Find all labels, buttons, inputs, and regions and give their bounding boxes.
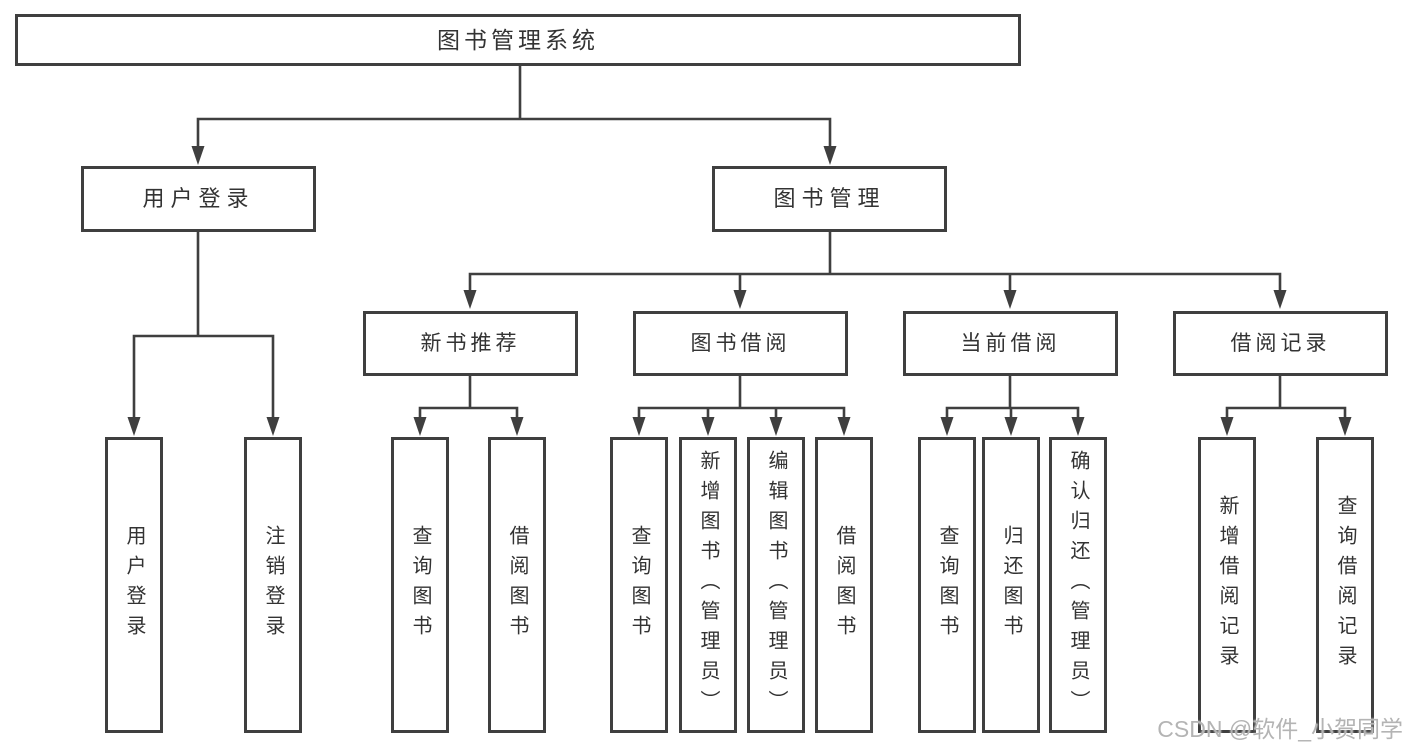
arrowheads xyxy=(127,146,1352,436)
node-new-book-recommendation: 新书推荐 xyxy=(363,311,578,376)
leaf-query-books-borrowing: 查询图书 xyxy=(610,437,668,733)
watermark: CSDN @软件_小贺同学 xyxy=(1157,716,1403,742)
node-label: 新书推荐 xyxy=(420,332,521,355)
node-label: 查询图书 xyxy=(409,525,431,645)
connector-bookmgmt-to-level3 xyxy=(468,230,1282,299)
leaf-return-books: 归还图书 xyxy=(982,437,1040,733)
leaf-query-books-current: 查询图书 xyxy=(918,437,976,733)
node-label: 确认归还（管理员） xyxy=(1067,450,1089,720)
node-label: 图书管理 xyxy=(773,186,886,211)
node-label: 图书借阅 xyxy=(690,332,791,355)
leaf-borrow-books: 借阅图书 xyxy=(815,437,873,733)
node-label: 编辑图书（管理员） xyxy=(765,450,787,720)
leaf-add-book-admin: 新增图书（管理员） xyxy=(679,437,737,733)
node-book-management: 图书管理 xyxy=(712,166,947,232)
node-label: 查询图书 xyxy=(936,525,958,645)
leaf-confirm-return-admin: 确认归还（管理员） xyxy=(1049,437,1107,733)
node-label: 查询图书 xyxy=(628,525,650,645)
node-label: 图书管理系统 xyxy=(437,26,599,53)
node-current-borrowing: 当前借阅 xyxy=(903,311,1118,376)
connector-newbooks-to-leaves xyxy=(418,374,519,426)
node-label: 新增借阅记录 xyxy=(1216,495,1238,675)
node-label: 借阅记录 xyxy=(1230,332,1331,355)
node-label: 归还图书 xyxy=(1000,525,1022,645)
leaf-user-login: 用户登录 xyxy=(105,437,163,733)
node-book-borrowing: 图书借阅 xyxy=(633,311,848,376)
leaf-query-borrow-record: 查询借阅记录 xyxy=(1316,437,1374,733)
node-user-login: 用户登录 xyxy=(81,166,316,232)
leaf-edit-book-admin: 编辑图书（管理员） xyxy=(747,437,805,733)
node-label: 当前借阅 xyxy=(960,332,1061,355)
node-library-management-system: 图书管理系统 xyxy=(15,14,1021,66)
connector-records-to-leaves xyxy=(1225,374,1347,426)
node-label: 借阅图书 xyxy=(506,525,528,645)
leaf-query-books-recommend: 查询图书 xyxy=(391,437,449,733)
node-label: 新增图书（管理员） xyxy=(697,450,719,720)
node-label: 用户登录 xyxy=(142,186,255,211)
connector-borrowing-to-leaves xyxy=(637,374,846,426)
connector-root-to-level2 xyxy=(196,64,832,155)
connector-current-to-leaves xyxy=(945,374,1080,426)
node-borrowing-records: 借阅记录 xyxy=(1173,311,1388,376)
node-label: 用户登录 xyxy=(123,525,145,645)
connector-userlogin-to-leaves xyxy=(132,230,275,426)
node-label: 注销登录 xyxy=(262,525,284,645)
leaf-add-borrow-record: 新增借阅记录 xyxy=(1198,437,1256,733)
node-label: 借阅图书 xyxy=(833,525,855,645)
node-label: 查询借阅记录 xyxy=(1334,495,1356,675)
leaf-borrow-books-recommend: 借阅图书 xyxy=(488,437,546,733)
leaf-logout: 注销登录 xyxy=(244,437,302,733)
